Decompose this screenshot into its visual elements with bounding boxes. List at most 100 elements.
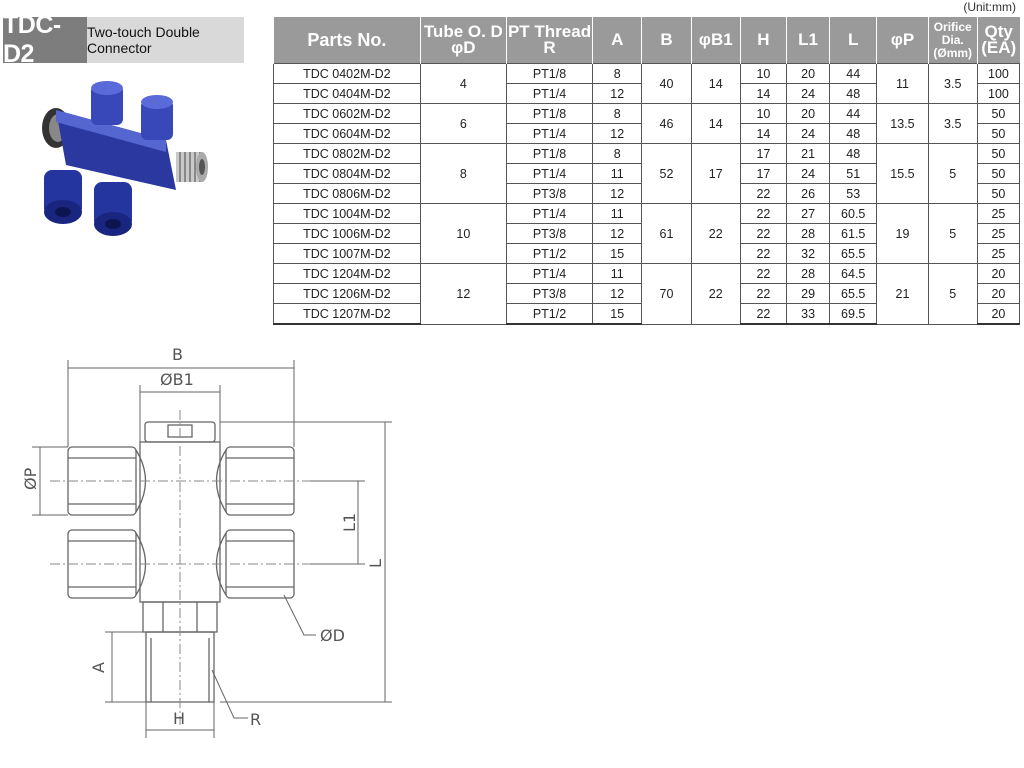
cell-h: 22	[739, 263, 788, 284]
cell-thread: PT1/2	[505, 243, 594, 264]
cell-part: TDC 1006M-D2	[273, 223, 421, 244]
cell-a: 12	[592, 283, 643, 304]
cell-b1: 22	[690, 203, 741, 264]
cell-h: 22	[739, 303, 788, 325]
cell-l: 60.5	[829, 203, 878, 224]
cell-b: 70	[641, 263, 692, 325]
cell-b: 52	[641, 143, 692, 204]
cell-h: 22	[739, 203, 788, 224]
dim-label-h: H	[173, 709, 185, 728]
cell-l: 51	[829, 163, 878, 184]
cell-orifice: 5	[927, 143, 978, 204]
cell-orifice: 3.5	[927, 63, 978, 104]
table-row: TDC 0804M-D2 PT1/4 11 17 24 51 50	[273, 163, 1021, 184]
cell-a: 12	[592, 183, 643, 204]
col-pt-thread-line1: PT Thread	[507, 22, 592, 41]
dim-label-b: B	[172, 345, 183, 364]
cell-a: 12	[592, 123, 643, 144]
cell-qty: 100	[976, 83, 1021, 104]
cell-thread: PT1/4	[505, 263, 594, 284]
cell-l1: 20	[786, 103, 831, 124]
cell-h: 17	[739, 143, 788, 164]
cell-thread: PT1/4	[505, 123, 594, 144]
cell-l: 53	[829, 183, 878, 204]
cell-thread: PT1/4	[505, 83, 594, 104]
cell-a: 11	[592, 263, 643, 284]
cell-l1: 24	[786, 83, 831, 104]
cell-qty: 50	[976, 103, 1021, 124]
cell-tube: 12	[419, 263, 507, 325]
cell-b1: 17	[690, 143, 741, 204]
col-l: L	[829, 17, 877, 64]
cell-part: TDC 0806M-D2	[273, 183, 421, 204]
cell-l1: 26	[786, 183, 831, 204]
table-row: TDC 1004M-D2 10 PT1/4 11 61 22 22 27 60.…	[273, 203, 1021, 264]
cell-thread: PT3/8	[505, 183, 594, 204]
cell-l1: 24	[786, 123, 831, 144]
cell-l1: 29	[786, 283, 831, 304]
table-row: TDC 0802M-D2 8 PT1/8 8 52 17 17 21 48 15…	[273, 143, 1021, 204]
table-row: TDC 1206M-D2 PT3/8 12 22 29 65.5 20	[273, 283, 1021, 304]
photo-port-top-2	[141, 100, 173, 140]
cell-part: TDC 0602M-D2	[273, 103, 421, 124]
dim-label-l: L	[366, 559, 385, 568]
col-h: H	[739, 17, 787, 64]
cell-orifice: 5	[927, 263, 978, 325]
dim-label-b1: ØB1	[160, 370, 194, 389]
cell-h: 14	[739, 123, 788, 144]
cell-part: TDC 1207M-D2	[273, 303, 421, 325]
table-row: TDC 1007M-D2 PT1/2 15 22 32 65.5 25	[273, 243, 1021, 264]
cell-part: TDC 1004M-D2	[273, 203, 421, 224]
cell-l1: 27	[786, 203, 831, 224]
col-parts-no: Parts No.	[273, 17, 421, 64]
col-qty: Qty (EA)	[976, 17, 1020, 64]
dim-label-p: ØP	[21, 467, 40, 490]
cell-qty: 50	[976, 143, 1021, 164]
cell-h: 10	[739, 63, 788, 84]
cell-a: 12	[592, 223, 643, 244]
col-qty-line1: Qty	[984, 22, 1013, 41]
cell-l1: 32	[786, 243, 831, 264]
cell-l1: 28	[786, 263, 831, 284]
cell-qty: 50	[976, 183, 1021, 204]
col-l1: L1	[786, 17, 830, 64]
cell-qty: 25	[976, 223, 1021, 244]
cell-b: 40	[641, 63, 692, 104]
product-code-badge: TDC-D2	[3, 11, 87, 68]
dim-label-a: A	[89, 662, 108, 673]
cell-l: 48	[829, 123, 878, 144]
cell-p: 15.5	[876, 143, 929, 204]
cell-thread: PT1/8	[505, 103, 594, 124]
dim-label-d: ØD	[320, 626, 345, 645]
cell-l: 44	[829, 63, 878, 84]
col-tube-od-line2: φD	[451, 38, 476, 57]
cell-l1: 20	[786, 63, 831, 84]
cell-p: 11	[876, 63, 929, 104]
table-row: TDC 1204M-D2 12 PT1/4 11 70 22 22 28 64.…	[273, 263, 1021, 325]
cell-l1: 28	[786, 223, 831, 244]
cell-a: 11	[592, 203, 643, 224]
cell-a: 11	[592, 163, 643, 184]
cell-thread: PT1/8	[505, 143, 594, 164]
cell-part: TDC 0802M-D2	[273, 143, 421, 164]
cell-l: 44	[829, 103, 878, 124]
cell-qty: 50	[976, 123, 1021, 144]
cell-b1: 14	[690, 63, 741, 104]
cell-thread: PT1/4	[505, 203, 594, 224]
cell-b1: 22	[690, 263, 741, 325]
spec-table: Parts No. Tube O. D φD PT Thread R A B φ…	[273, 17, 1021, 325]
cell-qty: 20	[976, 263, 1021, 284]
col-a: A	[592, 17, 642, 64]
col-tube-od: Tube O. D φD	[419, 17, 507, 64]
cell-tube: 8	[419, 143, 507, 204]
col-orifice-line1: Orifice Dia.	[933, 19, 972, 47]
cell-a: 8	[592, 103, 643, 124]
cell-orifice: 3.5	[927, 103, 978, 144]
cell-b: 46	[641, 103, 692, 144]
cell-p: 13.5	[876, 103, 929, 144]
cell-l1: 21	[786, 143, 831, 164]
cell-thread: PT3/8	[505, 283, 594, 304]
cell-b: 61	[641, 203, 692, 264]
cell-p: 21	[876, 263, 929, 325]
cell-thread: PT3/8	[505, 223, 594, 244]
